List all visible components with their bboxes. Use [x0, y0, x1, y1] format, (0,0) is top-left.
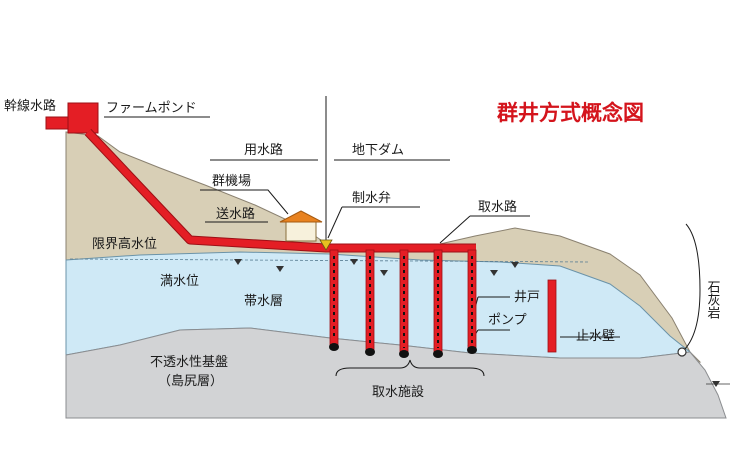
label-main-canal: 幹線水路 [4, 98, 56, 114]
control-valve-icon [319, 239, 333, 251]
label-full-water-level: 満水位 [160, 274, 199, 289]
water-level-marker [490, 270, 498, 276]
water-level-marker [350, 259, 358, 265]
diagram-title: 群井方式概念図 [497, 101, 644, 125]
cutoff-wall [547, 279, 557, 353]
label-limit-high-water-level: 限界高水位 [92, 236, 157, 252]
water-level-marker [511, 262, 519, 268]
wells [329, 249, 477, 355]
label-shimajiri-layer: （島尻層） [158, 374, 223, 389]
label-cutoff-wall: 止水壁 [576, 329, 615, 344]
leader-lines [104, 116, 701, 377]
impermeable-bedrock [65, 327, 727, 419]
farm-pond [67, 102, 99, 134]
conveyance-pipe-fill [85, 129, 476, 252]
label-pump-station: 群機場 [212, 174, 251, 189]
label-conveyance-canal: 送水路 [216, 206, 255, 222]
label-impermeable-base: 不透水性基盤 [150, 355, 228, 370]
pump-station-building [285, 220, 317, 242]
pumps [329, 343, 477, 358]
pump-station-roof [279, 210, 323, 223]
label-well: 井戸 [514, 290, 540, 305]
label-pump: ポンプ [488, 313, 527, 328]
label-intake-canal: 取水路 [478, 199, 517, 215]
spring-outlet-icon [677, 347, 687, 357]
label-limestone: 石灰岩 [705, 280, 721, 319]
water-level-marker [276, 266, 284, 272]
label-farm-pond: ファームポンド [106, 101, 197, 116]
label-irrigation-canal: 用水路 [244, 142, 283, 158]
water-level-marker [380, 270, 388, 276]
label-intake-facility: 取水施設 [372, 384, 424, 400]
water-level-marker [234, 259, 242, 265]
label-underground-dam: 地下ダム [352, 143, 404, 158]
label-control-valve: 制水弁 [352, 191, 391, 206]
label-aquifer: 帯水層 [244, 294, 283, 309]
